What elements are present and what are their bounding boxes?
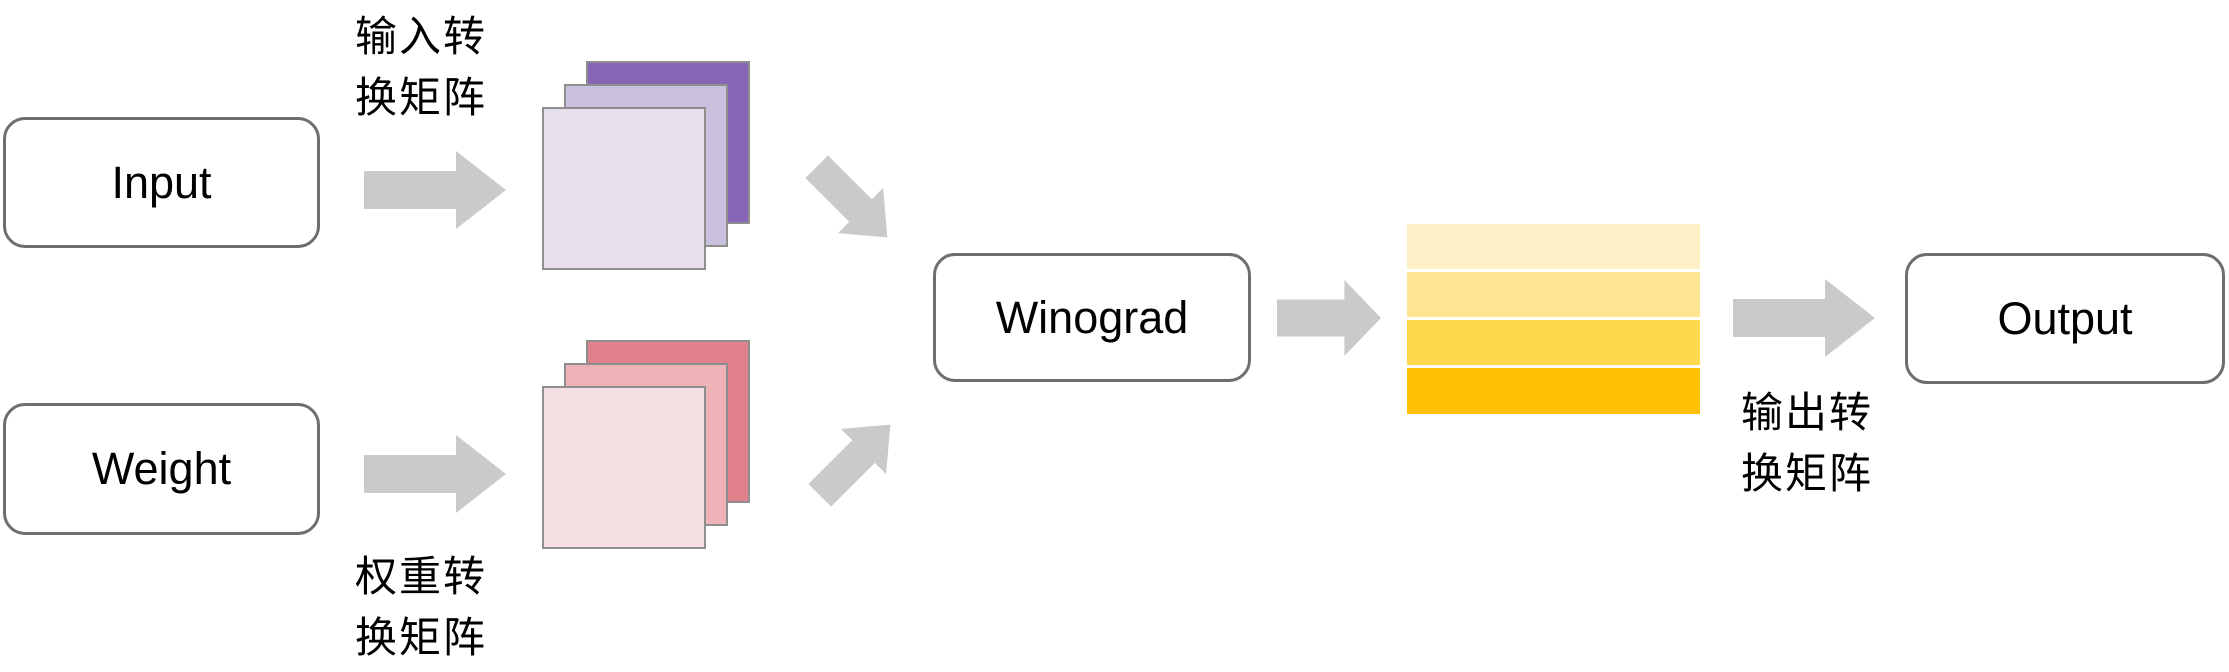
label-line: 换矩阵 <box>354 74 487 121</box>
weight-node-label: Weight <box>91 443 232 494</box>
arrow-right-icon <box>364 435 506 513</box>
output-transform-matrix-label: 输出转 换矩阵 <box>1717 382 1897 504</box>
arrow-right-icon <box>1733 279 1875 357</box>
winograd-node: Winograd <box>933 253 1251 382</box>
label-line: 输入转 <box>354 13 487 60</box>
input-transform-matrix-label: 输入转 换矩阵 <box>331 6 511 128</box>
output-matrix-bar <box>1407 272 1700 317</box>
output-matrix-bars <box>1407 224 1700 414</box>
output-matrix-bar <box>1407 320 1700 365</box>
label-line: 换矩阵 <box>1740 450 1873 497</box>
label-line: 换矩阵 <box>354 614 487 661</box>
arrow-down-right-icon <box>805 155 888 238</box>
weight-node: Weight <box>3 403 320 535</box>
arrow-right-icon <box>1277 280 1381 356</box>
label-line: 权重转 <box>354 553 487 600</box>
weight-matrix-stack <box>542 340 750 549</box>
arrow-right-icon <box>364 151 506 229</box>
output-matrix-bar <box>1407 368 1700 414</box>
weight-transform-matrix-label: 权重转 换矩阵 <box>331 546 511 668</box>
input-node: Input <box>3 117 320 248</box>
output-matrix-bar <box>1407 224 1700 269</box>
arrow-up-right-icon <box>808 424 891 507</box>
input-matrix-stack <box>542 61 750 270</box>
matrix-sheet <box>542 107 706 270</box>
input-node-label: Input <box>111 156 212 208</box>
label-line: 输出转 <box>1740 389 1873 436</box>
matrix-sheet <box>542 386 706 549</box>
output-node: Output <box>1905 253 2225 384</box>
output-node-label: Output <box>1997 292 2133 344</box>
winograd-node-label: Winograd <box>995 291 1189 343</box>
